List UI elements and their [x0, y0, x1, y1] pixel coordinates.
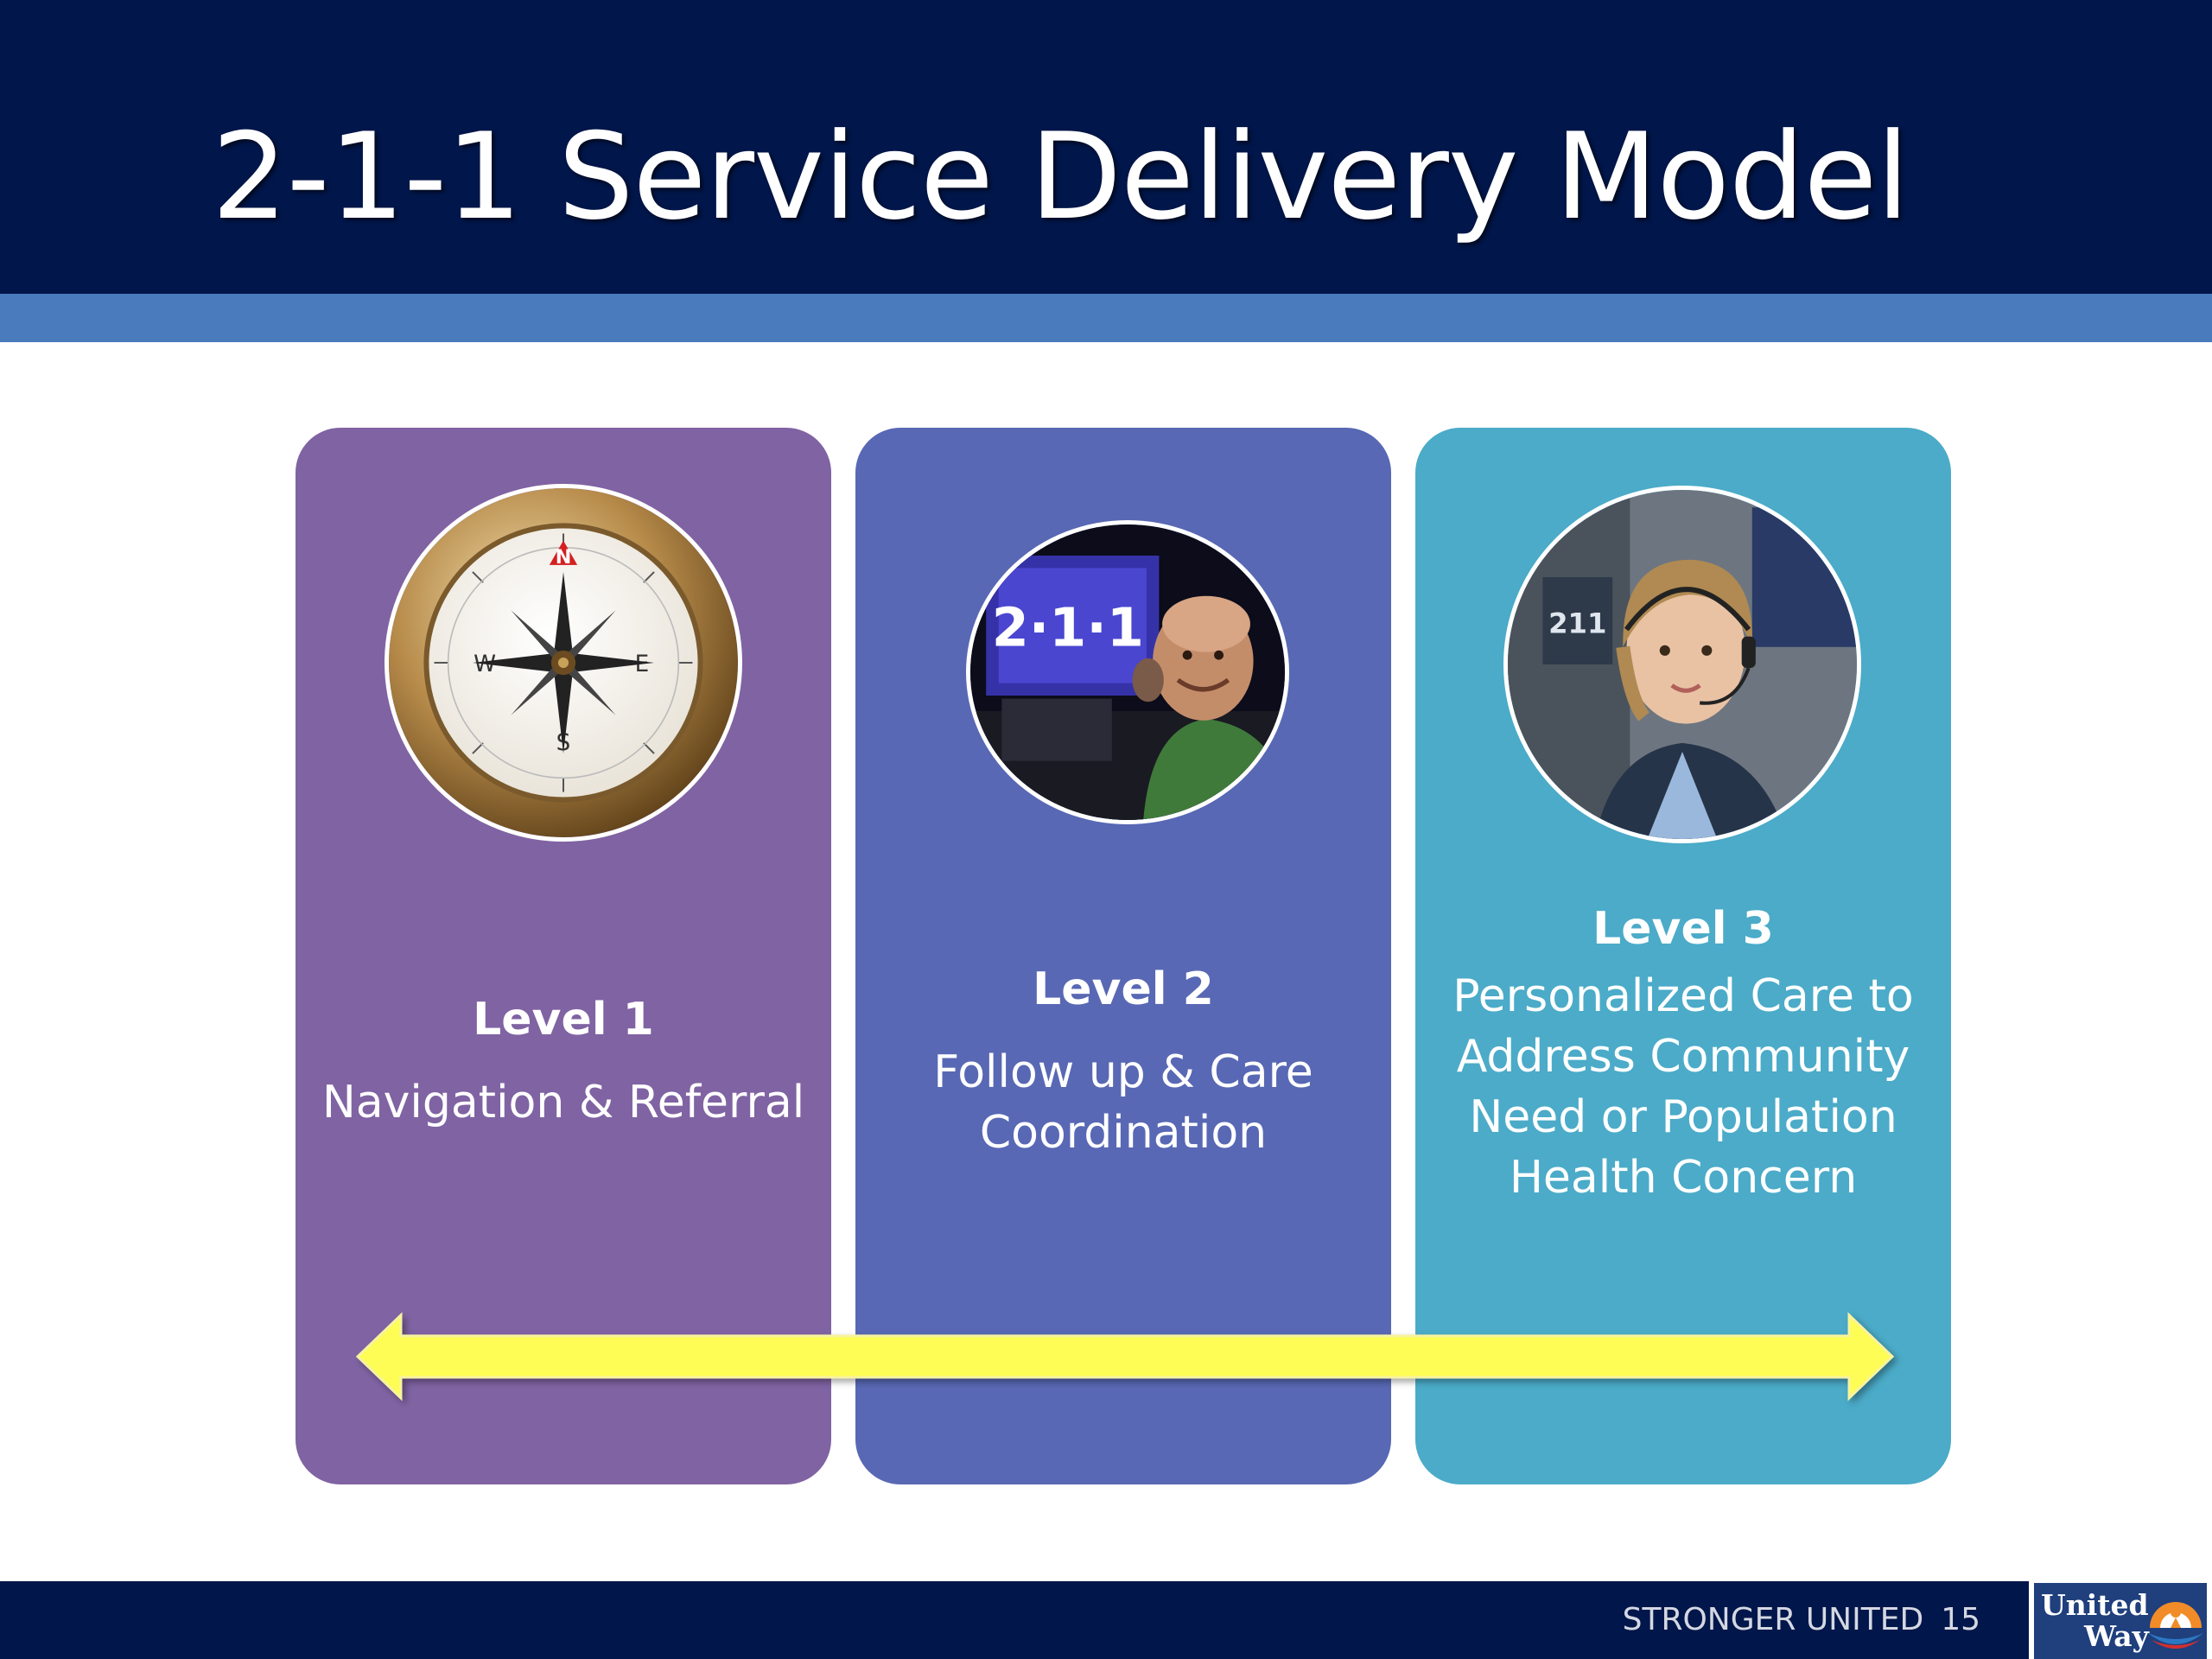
footer-tagline: STRONGER UNITED	[1622, 1602, 1924, 1637]
united-way-logo: United Way	[2029, 1578, 2212, 1659]
title-bar: 2-1-1 Service Delivery Model	[0, 0, 2212, 294]
page-number: 15	[1941, 1602, 1980, 1637]
compass-icon: N S E W	[385, 484, 742, 842]
level-2-text: Level 2 Follow up & Care Coordination	[873, 959, 1374, 1163]
footer-bar	[0, 1581, 2212, 1659]
svg-text:2·1·1: 2·1·1	[992, 597, 1144, 659]
level-2-panel: 2·1·1 Level 2 Follow up & Care Coordinat…	[855, 428, 1391, 1484]
svg-text:211: 211	[1548, 607, 1606, 640]
level-3-description: Personalized Care to Address Community N…	[1452, 970, 1914, 1204]
slide-title: 2-1-1 Service Delivery Model	[212, 107, 1910, 246]
united-way-hand-icon	[2148, 1602, 2203, 1649]
headset-agent-photo: 211	[1503, 486, 1861, 843]
level-3-label: Level 3	[1592, 903, 1774, 955]
level-2-description: Follow up & Care Coordination	[933, 1046, 1313, 1159]
level-3-panel: 211 Level 3 Personalized Care to Address…	[1415, 428, 1951, 1484]
footer-caption: STRONGER UNITED 15	[1623, 1597, 1980, 1643]
level-1-description: Navigation & Referral	[321, 1077, 805, 1128]
logo-word-way: Way	[2084, 1619, 2149, 1653]
logo-word-united: United	[2041, 1588, 2149, 1622]
level-1-panel: N S E W Level 1 Navigation & Referral	[296, 428, 831, 1484]
level-1-text: Level 1 Navigation & Referral	[313, 989, 814, 1133]
level-3-text: Level 3 Personalized Care to Address Com…	[1433, 899, 1934, 1208]
level-2-label: Level 2	[1033, 963, 1214, 1015]
title-accent-band	[0, 294, 2212, 342]
call-center-agent-photo: 2·1·1	[966, 520, 1289, 824]
svg-text:N: N	[556, 546, 572, 569]
level-1-label: Level 1	[473, 994, 654, 1046]
svg-text:E: E	[635, 652, 650, 677]
